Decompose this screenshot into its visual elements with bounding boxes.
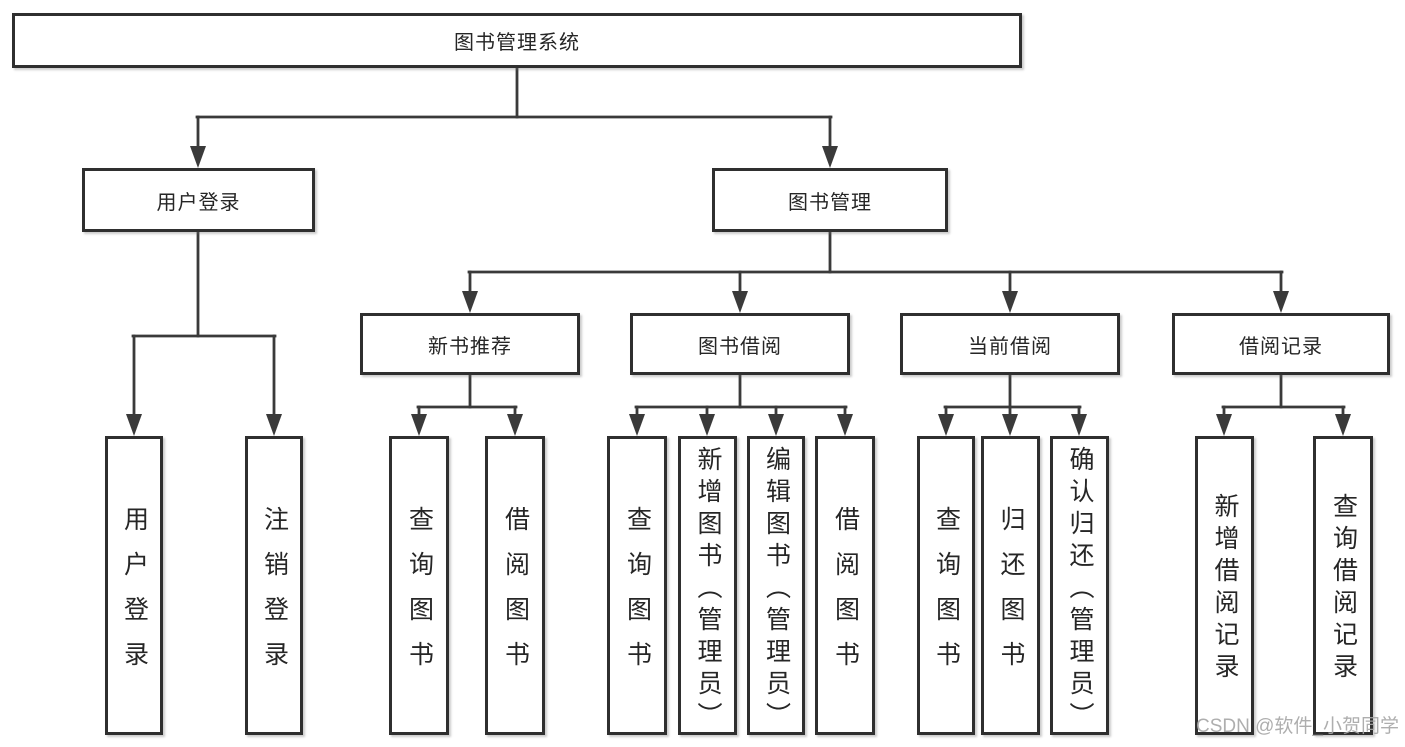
arrowhead-down-icon bbox=[190, 146, 206, 168]
node-root-label: 图书管理系统 bbox=[454, 32, 580, 54]
leaf-query-books-recommend-label: 查询图书 bbox=[405, 505, 434, 686]
leaf-user-login-label: 用户登录 bbox=[120, 505, 149, 686]
leaf-query-books-current: 查询图书 bbox=[917, 436, 975, 735]
node-book-management: 图书管理 bbox=[712, 168, 948, 232]
leaf-logout: 注销登录 bbox=[245, 436, 303, 735]
arrowhead-down-icon bbox=[1071, 414, 1087, 436]
connector-new-book-children bbox=[411, 373, 523, 436]
leaf-borrow-books-recommend: 借阅图书 bbox=[485, 436, 545, 735]
leaf-user-login: 用户登录 bbox=[105, 436, 163, 735]
leaf-query-borrow-record: 查询借阅记录 bbox=[1313, 436, 1373, 735]
connector-book-management-children bbox=[462, 230, 1289, 313]
arrowhead-down-icon bbox=[507, 414, 523, 436]
leaf-query-books-borrow: 查询图书 bbox=[607, 436, 667, 735]
node-new-book-recommendation: 新书推荐 bbox=[360, 313, 580, 375]
arrowhead-down-icon bbox=[1002, 291, 1018, 313]
connector-root-branches bbox=[190, 66, 838, 168]
leaf-add-book-admin: 新增图书（管理员） bbox=[678, 436, 737, 735]
arrowhead-down-icon bbox=[1216, 414, 1232, 436]
leaf-confirm-return-admin-label: 确认归还（管理员） bbox=[1066, 446, 1094, 734]
leaf-query-books-current-label: 查询图书 bbox=[932, 505, 961, 686]
watermark-text: CSDN @软件_小贺同学 bbox=[1196, 716, 1399, 737]
connector-book-borrow-children bbox=[629, 373, 853, 436]
node-user-login: 用户登录 bbox=[82, 168, 315, 232]
leaf-confirm-return-admin: 确认归还（管理员） bbox=[1050, 436, 1109, 735]
leaf-query-books-recommend: 查询图书 bbox=[389, 436, 449, 735]
connector-borrow-records-children bbox=[1216, 373, 1351, 436]
leaf-edit-book-admin-label: 编辑图书（管理员） bbox=[762, 446, 791, 734]
leaf-borrow-books-recommend-label: 借阅图书 bbox=[501, 505, 530, 686]
leaf-query-books-borrow-label: 查询图书 bbox=[623, 505, 652, 686]
leaf-query-borrow-record-label: 查询借阅记录 bbox=[1329, 493, 1358, 685]
arrowhead-down-icon bbox=[629, 414, 645, 436]
arrowhead-down-icon bbox=[768, 414, 784, 436]
node-book-borrowing-label: 图书借阅 bbox=[698, 335, 782, 358]
leaf-borrow-books: 借阅图书 bbox=[815, 436, 875, 735]
arrowhead-down-icon bbox=[1273, 291, 1289, 313]
arrowhead-down-icon bbox=[1335, 414, 1351, 436]
arrowhead-down-icon bbox=[462, 291, 478, 313]
node-book-management-label: 图书管理 bbox=[788, 191, 872, 214]
connector-user-login-children bbox=[126, 230, 282, 436]
arrowhead-down-icon bbox=[266, 414, 282, 436]
leaf-logout-label: 注销登录 bbox=[260, 505, 289, 686]
node-current-borrowing: 当前借阅 bbox=[900, 313, 1120, 375]
node-borrowing-records: 借阅记录 bbox=[1172, 313, 1390, 375]
leaf-add-borrow-record: 新增借阅记录 bbox=[1195, 436, 1254, 735]
leaf-add-book-admin-label: 新增图书（管理员） bbox=[694, 446, 722, 734]
arrowhead-down-icon bbox=[411, 414, 427, 436]
leaf-return-book: 归还图书 bbox=[981, 436, 1040, 735]
arrowhead-down-icon bbox=[699, 414, 715, 436]
node-new-book-recommendation-label: 新书推荐 bbox=[428, 335, 512, 358]
leaf-edit-book-admin: 编辑图书（管理员） bbox=[747, 436, 805, 735]
leaf-add-borrow-record-label: 新增借阅记录 bbox=[1211, 493, 1239, 685]
arrowhead-down-icon bbox=[837, 414, 853, 436]
node-current-borrowing-label: 当前借阅 bbox=[968, 335, 1052, 358]
arrowhead-down-icon bbox=[938, 414, 954, 436]
arrowhead-down-icon bbox=[732, 291, 748, 313]
arrowhead-down-icon bbox=[1002, 414, 1018, 436]
node-book-borrowing: 图书借阅 bbox=[630, 313, 850, 375]
node-root: 图书管理系统 bbox=[12, 13, 1022, 68]
arrowhead-down-icon bbox=[126, 414, 142, 436]
node-user-login-label: 用户登录 bbox=[156, 191, 241, 214]
connector-current-borrow-children bbox=[938, 373, 1087, 436]
arrowhead-down-icon bbox=[822, 146, 838, 168]
node-borrowing-records-label: 借阅记录 bbox=[1239, 335, 1323, 358]
leaf-borrow-books-label: 借阅图书 bbox=[831, 505, 860, 686]
leaf-return-book-label: 归还图书 bbox=[997, 505, 1025, 686]
